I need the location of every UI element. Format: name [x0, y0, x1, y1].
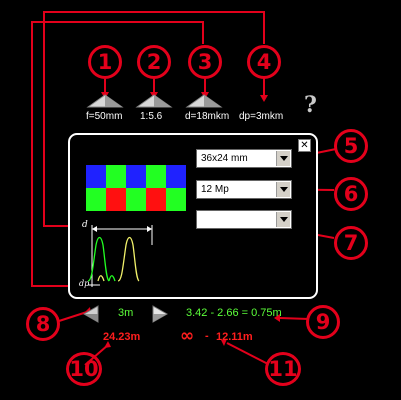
- chevron-down-icon[interactable]: [276, 212, 290, 227]
- coc-label: d=18mkm: [185, 111, 230, 122]
- callout-1: 1: [88, 45, 122, 79]
- infinity-icon: ∞: [180, 326, 195, 346]
- hyperfocal-distance: 24.23m: [103, 331, 141, 343]
- callout-5: 5: [334, 129, 368, 163]
- infinity-dash: -: [205, 330, 209, 342]
- dp-label: dp: [79, 279, 90, 288]
- calculator-panel: ✕ d dp 36x24 mm 12 Mp: [68, 133, 318, 299]
- callout-9: 9: [306, 305, 340, 339]
- focal-length-spinner[interactable]: [86, 94, 124, 108]
- pixel-size-label: dp=3mkm: [239, 111, 284, 122]
- hyperfocal-near-limit: 12.11m: [216, 331, 253, 343]
- callout-10: 10: [66, 352, 102, 386]
- callout-4: 4: [247, 45, 281, 79]
- sensor-size-value: 36x24 mm: [201, 153, 248, 164]
- sensor-bayer-grid: [86, 165, 186, 211]
- custom-select[interactable]: [196, 210, 292, 229]
- focal-length-label: f=50mm: [86, 111, 123, 122]
- megapixel-select[interactable]: 12 Mp: [196, 180, 292, 199]
- callout-3: 3: [188, 45, 222, 79]
- aperture-label: 1:5.6: [140, 111, 163, 122]
- callout-6: 6: [334, 177, 368, 211]
- left-arrow-icon[interactable]: [82, 305, 100, 323]
- callout-8: 8: [26, 307, 60, 341]
- distance-value: 3m: [118, 307, 134, 319]
- callout-7: 7: [334, 226, 368, 260]
- right-arrow-icon[interactable]: [151, 305, 169, 323]
- d-label: d: [82, 220, 88, 230]
- aperture-spinner[interactable]: [135, 94, 173, 108]
- callout-11: 11: [265, 352, 301, 386]
- coc-spinner[interactable]: [185, 94, 223, 108]
- chevron-down-icon[interactable]: [276, 151, 290, 166]
- airy-disk-diagram: [87, 225, 153, 287]
- megapixel-value: 12 Mp: [201, 184, 229, 195]
- depth-of-field-formula: 3.42 - 2.66 = 0.75m: [186, 307, 282, 319]
- help-button[interactable]: ?: [304, 92, 317, 118]
- close-icon[interactable]: ✕: [298, 139, 311, 152]
- sensor-size-select[interactable]: 36x24 mm: [196, 149, 292, 168]
- callout-2: 2: [137, 45, 171, 79]
- chevron-down-icon[interactable]: [276, 182, 290, 197]
